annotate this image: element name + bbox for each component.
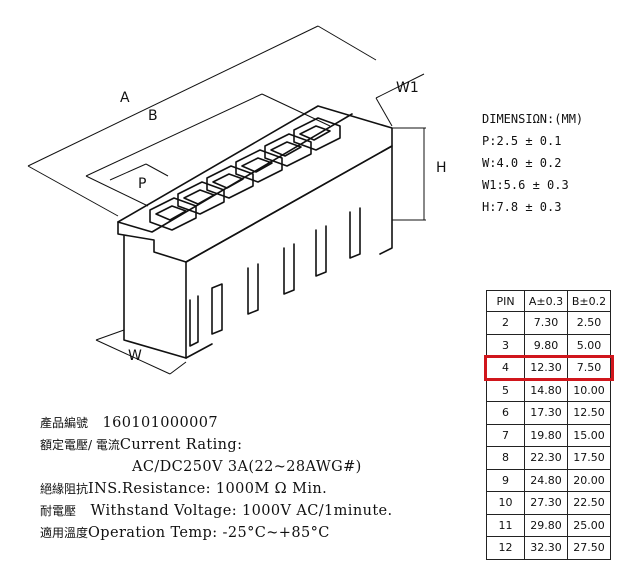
cell-pin: 2 [486, 311, 525, 335]
current-rating-value: AC/DC250V 3A(22~28AWG#) [132, 459, 362, 475]
cell-b: 12.50 [567, 401, 611, 425]
cell-b: 22.50 [567, 491, 611, 515]
housing-top-outline [117, 105, 393, 263]
withstand-label: 耐電壓 [40, 504, 77, 518]
part-number-line: 產品編號 160101000007 [40, 412, 393, 434]
current-rating-line: 額定電壓/ 電流Current Rating: [40, 434, 393, 456]
label-W: W [128, 348, 142, 364]
dim-B-line [85, 93, 263, 177]
cell-b: 15.00 [567, 423, 611, 447]
temperature-label: 適用溫度 [40, 526, 89, 540]
cell-a: 27.30 [524, 491, 568, 515]
cell-b: 20.00 [567, 468, 611, 492]
dim-A-line [27, 25, 319, 167]
specification-block: 產品編號 160101000007 額定電壓/ 電流Current Rating… [40, 412, 393, 544]
cell-pin: 7 [486, 423, 525, 447]
label-W1: W1 [396, 80, 419, 96]
part-number-value: 160101000007 [102, 415, 218, 431]
cell-b: 10.00 [567, 378, 611, 402]
cell-a: 24.80 [524, 468, 568, 492]
dimension-item: W1:5.6 ± 0.3 [482, 178, 569, 192]
cell-b: 5.00 [567, 333, 611, 357]
highlighted-row-frame [483, 354, 614, 381]
housing-side-face [185, 145, 393, 263]
cell-b: 27.50 [567, 536, 611, 560]
cell-pin: 6 [486, 401, 525, 425]
cell-a: 9.80 [524, 333, 568, 357]
dimension-heading: DIMENSIΩN:(MM) [482, 112, 584, 126]
cell-a: 19.80 [524, 423, 568, 447]
cell-a: 22.30 [524, 446, 568, 470]
label-H: H [436, 160, 447, 176]
label-B: B [148, 108, 158, 124]
cell-pin: 8 [486, 446, 525, 470]
cell-pin: 10 [486, 491, 525, 515]
cell-pin: 11 [486, 513, 525, 537]
housing-front-face [123, 235, 187, 359]
header-a: A±0.3 [524, 290, 568, 312]
cell-pin: 12 [486, 536, 525, 560]
insulation-line: 絕緣阻抗INS.Resistance: 1000M Ω Min. [40, 478, 393, 500]
current-rating-text: Current Rating: [119, 437, 243, 453]
insulation-label: 絕緣阻抗 [40, 482, 89, 496]
housing-top-lip [117, 113, 353, 233]
dimension-item: W:4.0 ± 0.2 [482, 156, 562, 170]
dimension-block: DIMENSIΩN:(MM) P:2.5 ± 0.1 W:4.0 ± 0.2 W… [482, 108, 583, 218]
cell-a: 17.30 [524, 401, 568, 425]
cell-b: 25.00 [567, 513, 611, 537]
withstand-line: 耐電壓 Withstand Voltage: 1000V AC/1minute. [40, 500, 393, 522]
dim-W-line [95, 339, 171, 375]
header-b: B±0.2 [567, 290, 611, 312]
cell-pin: 3 [486, 333, 525, 357]
table-header-row: PIN A±0.3 B±0.2 [486, 290, 611, 312]
temperature-line: 適用溫度Operation Temp: -25°C~+85°C [40, 522, 393, 544]
dimension-item: P:2.5 ± 0.1 [482, 134, 562, 148]
insulation-text: INS.Resistance: 1000M Ω Min. [88, 481, 328, 497]
cell-pin: 9 [486, 468, 525, 492]
current-rating-label: 額定電壓/ 電流 [40, 438, 120, 452]
cell-b: 7.50 [567, 356, 611, 380]
header-pin: PIN [486, 290, 525, 312]
cell-a: 14.80 [524, 378, 568, 402]
dim-P-line [109, 163, 147, 181]
part-number-label: 產品編號 [40, 416, 89, 430]
label-P: P [138, 176, 146, 192]
dimension-item: H:7.8 ± 0.3 [482, 200, 562, 214]
cell-a: 32.30 [524, 536, 568, 560]
cell-a: 29.80 [524, 513, 568, 537]
cavities [149, 117, 341, 231]
label-A: A [120, 90, 130, 106]
cell-pin: 5 [486, 378, 525, 402]
side-slots [189, 207, 361, 347]
dim-W1-line [375, 73, 425, 99]
temperature-text: Operation Temp: -25°C~+85°C [88, 525, 330, 541]
withstand-text: Withstand Voltage: 1000V AC/1minute. [90, 503, 393, 519]
current-rating-value-line: AC/DC250V 3A(22~28AWG#) [40, 456, 393, 478]
cell-b: 17.50 [567, 446, 611, 470]
cell-b: 2.50 [567, 311, 611, 335]
cell-a: 7.30 [524, 311, 568, 335]
